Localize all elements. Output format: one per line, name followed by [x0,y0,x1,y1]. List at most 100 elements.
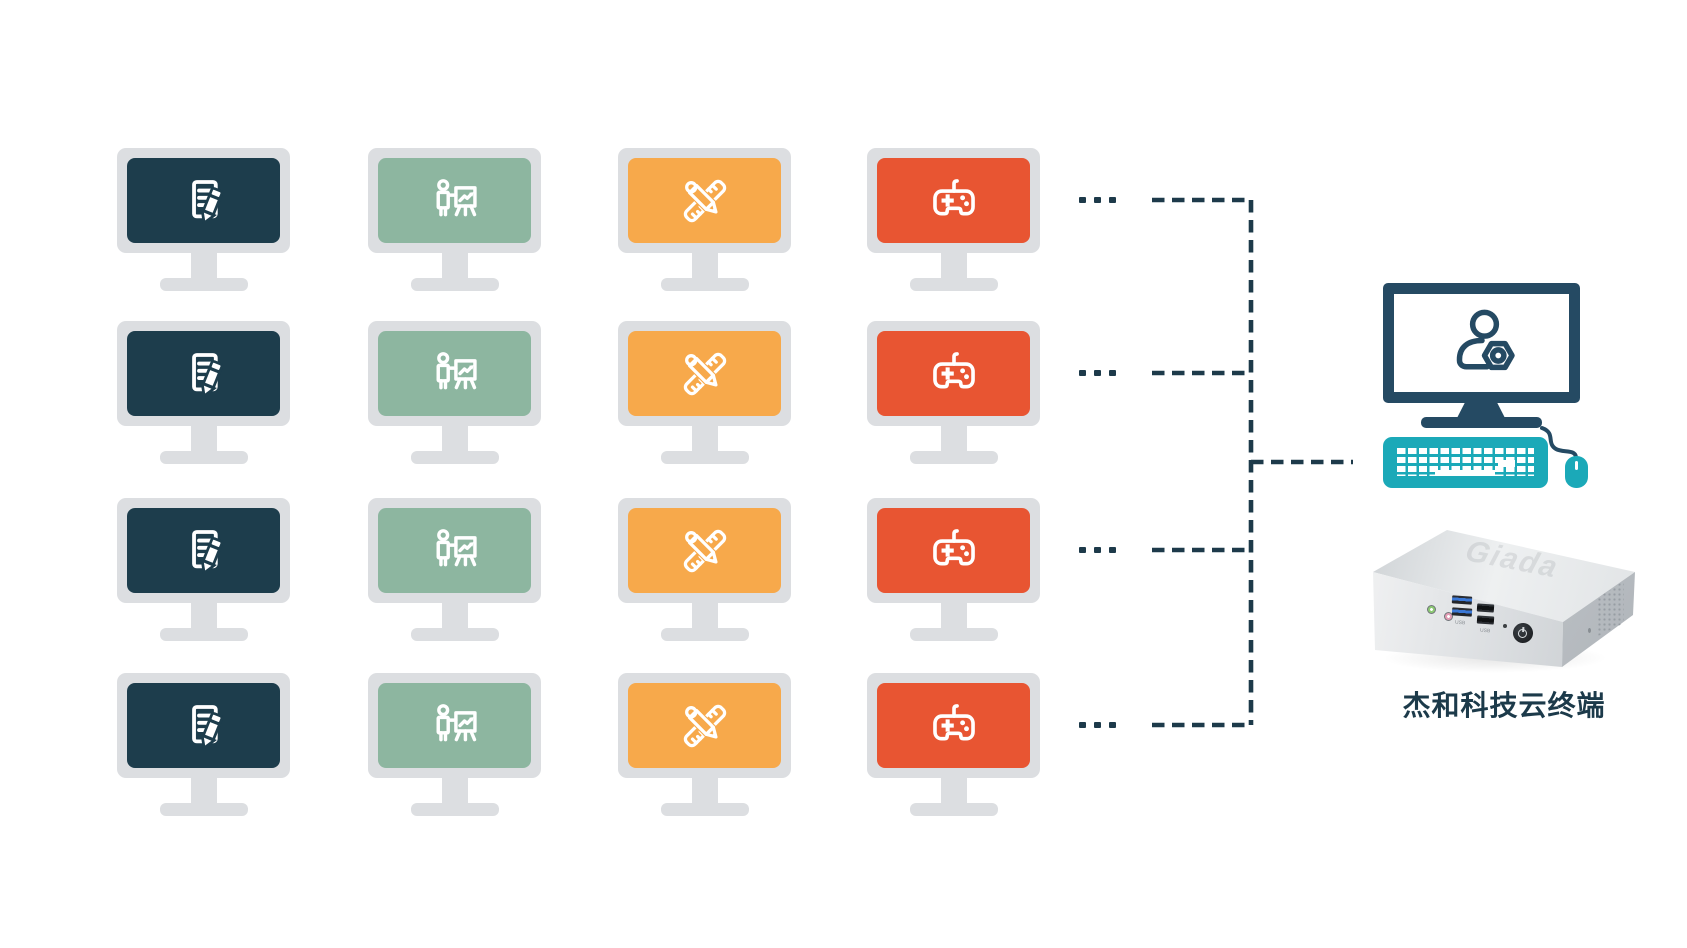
monitor-base [909,803,998,816]
client-monitor [368,673,541,816]
monitor-frame [867,148,1040,253]
spacebar-key [1435,470,1495,476]
monitor-stand [691,603,718,629]
usb-port [1451,595,1473,605]
ellipsis-dots [1079,196,1116,204]
monitor-screen [877,331,1030,416]
monitor-base [410,451,499,464]
monitor-screen [127,508,280,593]
monitor-stand [441,426,468,452]
game-controller-icon [932,351,975,388]
monitor-frame [618,498,791,603]
presenter-chart-icon [436,528,477,566]
monitor-frame [867,673,1040,778]
monitor-frame [618,148,791,253]
audio-jack-pink [1444,612,1453,621]
monitor-screen [378,331,531,416]
usb-port [1476,603,1495,613]
ruler-pencil-icon [683,352,726,395]
monitor-screen [628,331,781,416]
document-edit-icon [191,704,223,750]
ellipsis-dots [1079,721,1116,729]
game-controller-icon [932,528,975,565]
monitor-screen [628,683,781,768]
user-gear-icon [1456,309,1515,371]
cloud-terminal-device: Giada USB USB [1372,527,1636,673]
client-monitor [368,148,541,291]
monitor-stand [940,426,967,452]
ellipsis-dots [1079,546,1116,554]
monitor-stand [441,603,468,629]
monitor-frame [618,321,791,426]
game-controller-icon [932,703,975,740]
monitor-screen [877,508,1030,593]
monitor-base [660,451,749,464]
mouse-icon [1565,456,1588,488]
usb-port [1451,607,1473,617]
monitor-stand [190,426,217,452]
client-monitor [618,498,791,641]
monitor-stand [691,253,718,279]
monitor-base [660,628,749,641]
monitor-stand [691,778,718,804]
client-monitor [117,673,290,816]
ellipsis-dots [1079,369,1116,377]
monitor-base [410,628,499,641]
presenter-chart-icon [436,351,477,389]
mouse-scroll-slot [1574,461,1579,470]
monitor-frame [368,148,541,253]
client-monitor [867,673,1040,816]
ruler-pencil-icon [683,704,726,747]
monitor-screen [378,683,531,768]
monitor-stand [940,253,967,279]
client-monitor [867,148,1040,291]
monitor-base [660,803,749,816]
monitor-base [909,451,998,464]
monitor-frame [867,321,1040,426]
monitor-stand [441,253,468,279]
monitor-stand [441,778,468,804]
monitor-screen [628,158,781,243]
reset-pinhole [1503,624,1507,628]
usb-port [1476,615,1495,625]
game-controller-icon [932,178,975,215]
monitor-screen [628,508,781,593]
monitor-screen [127,158,280,243]
monitor-screen [877,683,1030,768]
document-edit-icon [191,352,223,398]
monitor-stand [940,603,967,629]
client-monitor [368,321,541,464]
monitor-stand [190,603,217,629]
monitor-base [159,451,248,464]
monitor-frame [117,673,290,778]
enter-key [1498,460,1515,467]
admin-monitor-base [1421,417,1542,428]
client-monitor [618,321,791,464]
client-monitor [867,498,1040,641]
presenter-chart-icon [436,178,477,216]
admin-monitor-stand [1457,403,1505,418]
usb-label: USB [1454,619,1466,627]
monitor-frame [117,148,290,253]
ruler-pencil-icon [683,179,726,222]
monitor-frame [368,321,541,426]
monitor-stand [691,426,718,452]
monitor-base [909,278,998,291]
monitor-screen [127,683,280,768]
monitor-stand [190,778,217,804]
document-edit-icon [191,179,223,225]
monitor-frame [117,498,290,603]
presenter-chart-icon [436,703,477,741]
monitor-base [410,803,499,816]
monitor-screen [378,158,531,243]
monitor-frame [867,498,1040,603]
monitor-base [660,278,749,291]
audio-jack-green [1427,605,1436,614]
document-edit-icon [191,529,223,575]
client-monitor [618,148,791,291]
monitor-frame [117,321,290,426]
monitor-frame [368,498,541,603]
monitor-base [909,628,998,641]
client-monitor [117,321,290,464]
